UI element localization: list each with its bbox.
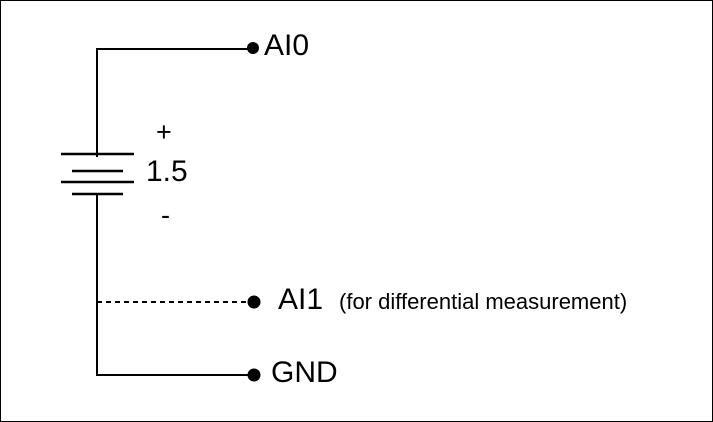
battery-negative-sign: - <box>161 200 170 230</box>
battery-positive-sign: + <box>156 117 172 147</box>
terminal-label-ai1: AI1 <box>278 283 324 316</box>
battery-voltage-label: 1.5 <box>146 155 188 188</box>
node-dot-ai0 <box>247 42 259 54</box>
terminal-label-gnd: GND <box>271 356 338 389</box>
terminal-label-ai0: AI0 <box>264 29 310 62</box>
node-dot-ai1 <box>247 295 261 309</box>
terminal-note-ai1: (for differential measurement) <box>339 289 628 314</box>
node-dot-gnd <box>247 368 261 382</box>
